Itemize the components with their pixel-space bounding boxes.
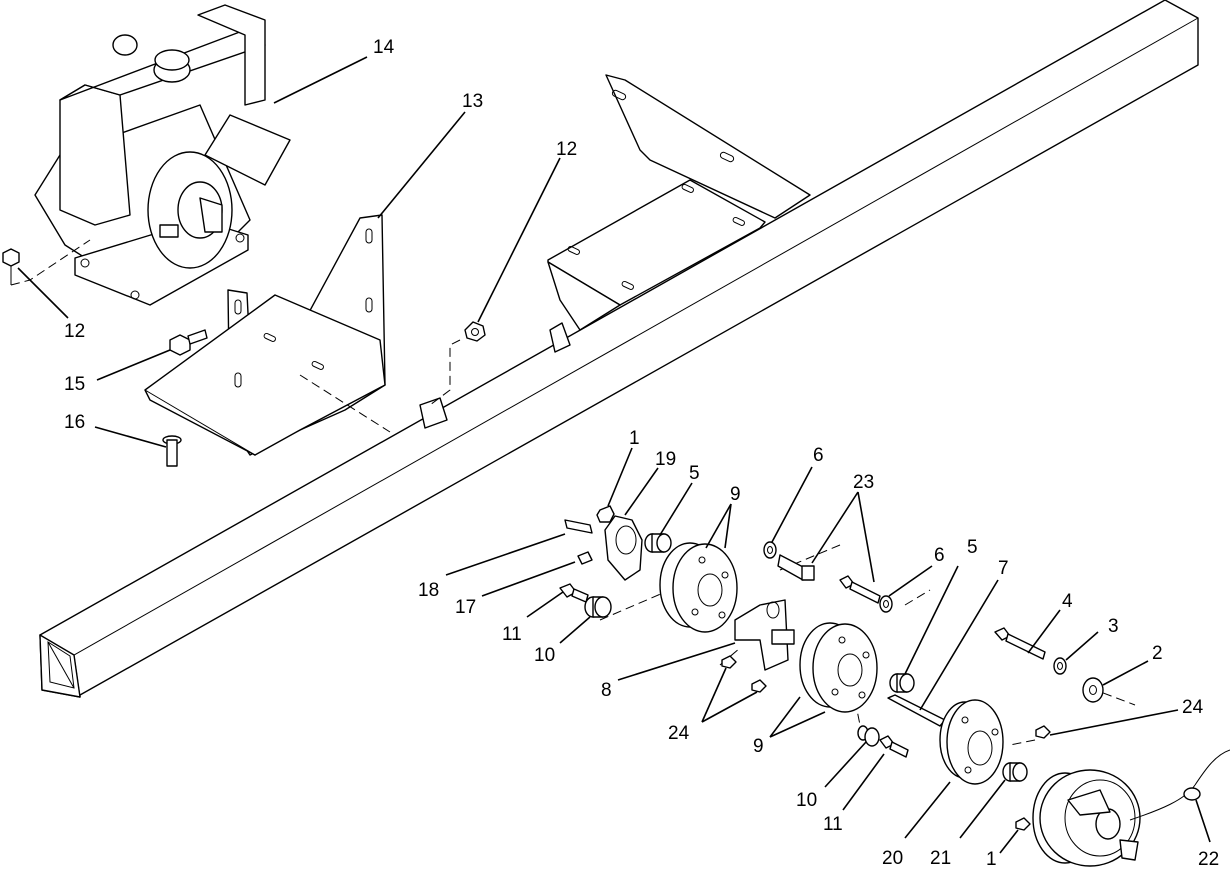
callout-labels: 14 13 12 12 15 16 1 19 5 9 6 23 6 5 7 4 … <box>64 37 1219 870</box>
spacer-right <box>889 673 915 693</box>
electric-clutch <box>1032 749 1230 867</box>
spacer-lower <box>857 725 880 747</box>
callout-9: 9 <box>730 484 741 505</box>
bolt-upper-b <box>839 575 881 604</box>
callout-12: 12 <box>556 139 577 160</box>
callout-15: 15 <box>64 374 85 395</box>
pulley-upper <box>659 542 738 633</box>
callout-11: 11 <box>823 814 843 835</box>
callout-22: 22 <box>1198 849 1219 870</box>
tube-mount-bracket <box>547 74 811 353</box>
callout-6: 6 <box>813 445 824 466</box>
callout-1: 1 <box>629 428 640 449</box>
callout-8: 8 <box>601 680 612 701</box>
bolt-lower <box>879 735 909 758</box>
callout-5: 5 <box>967 537 978 558</box>
carriage-bolt <box>162 435 182 467</box>
pulley-lower <box>799 622 878 713</box>
motor-gearbox <box>34 4 291 306</box>
hex-bolt <box>169 329 208 356</box>
callout-14: 14 <box>373 37 395 58</box>
callout-24: 24 <box>1182 697 1204 718</box>
callout-24: 24 <box>668 723 690 744</box>
adapter-plate <box>939 699 1004 785</box>
washer-right <box>879 595 893 613</box>
nut-top <box>596 505 615 523</box>
nut-lower-right <box>1015 817 1031 831</box>
callout-1: 1 <box>986 849 997 870</box>
callout-6: 6 <box>934 545 945 566</box>
spacer-left <box>584 596 612 618</box>
nut-upper-right <box>1035 725 1051 739</box>
bolt-far-right <box>994 627 1046 660</box>
bolt-upper-a <box>777 554 815 581</box>
callout-2: 2 <box>1152 643 1163 664</box>
flat-washer <box>1082 677 1104 703</box>
motor-mount-bracket <box>144 214 448 456</box>
callout-11: 11 <box>502 624 522 645</box>
callout-23: 23 <box>853 472 874 493</box>
callout-7: 7 <box>998 558 1009 579</box>
callout-3: 3 <box>1108 616 1119 637</box>
callout-9: 9 <box>753 736 764 757</box>
key <box>564 519 593 534</box>
callout-21: 21 <box>930 848 951 869</box>
set-screw <box>577 551 593 565</box>
frame-tube <box>39 0 1199 698</box>
callout-17: 17 <box>455 597 476 618</box>
flange-nut <box>2 248 20 285</box>
callout-18: 18 <box>418 580 439 601</box>
bushing-clutch <box>1002 762 1028 782</box>
callout-10: 10 <box>534 645 555 666</box>
bearing-flange <box>604 515 643 581</box>
idler-bracket <box>721 599 795 693</box>
callout-20: 20 <box>882 848 903 869</box>
callout-4: 4 <box>1062 591 1073 612</box>
callout-12: 12 <box>64 321 85 342</box>
bushing-left <box>644 533 672 553</box>
lock-nut <box>464 321 486 342</box>
callout-13: 13 <box>462 91 483 112</box>
callout-19: 19 <box>655 449 676 470</box>
washer-upper <box>763 541 777 559</box>
callout-10: 10 <box>796 790 817 811</box>
callout-16: 16 <box>64 412 85 433</box>
callout-5: 5 <box>689 463 700 484</box>
pin-shaft <box>887 694 946 727</box>
bolt-left <box>559 583 589 603</box>
lock-washer <box>1053 657 1067 675</box>
leader-lines <box>17 56 1211 854</box>
